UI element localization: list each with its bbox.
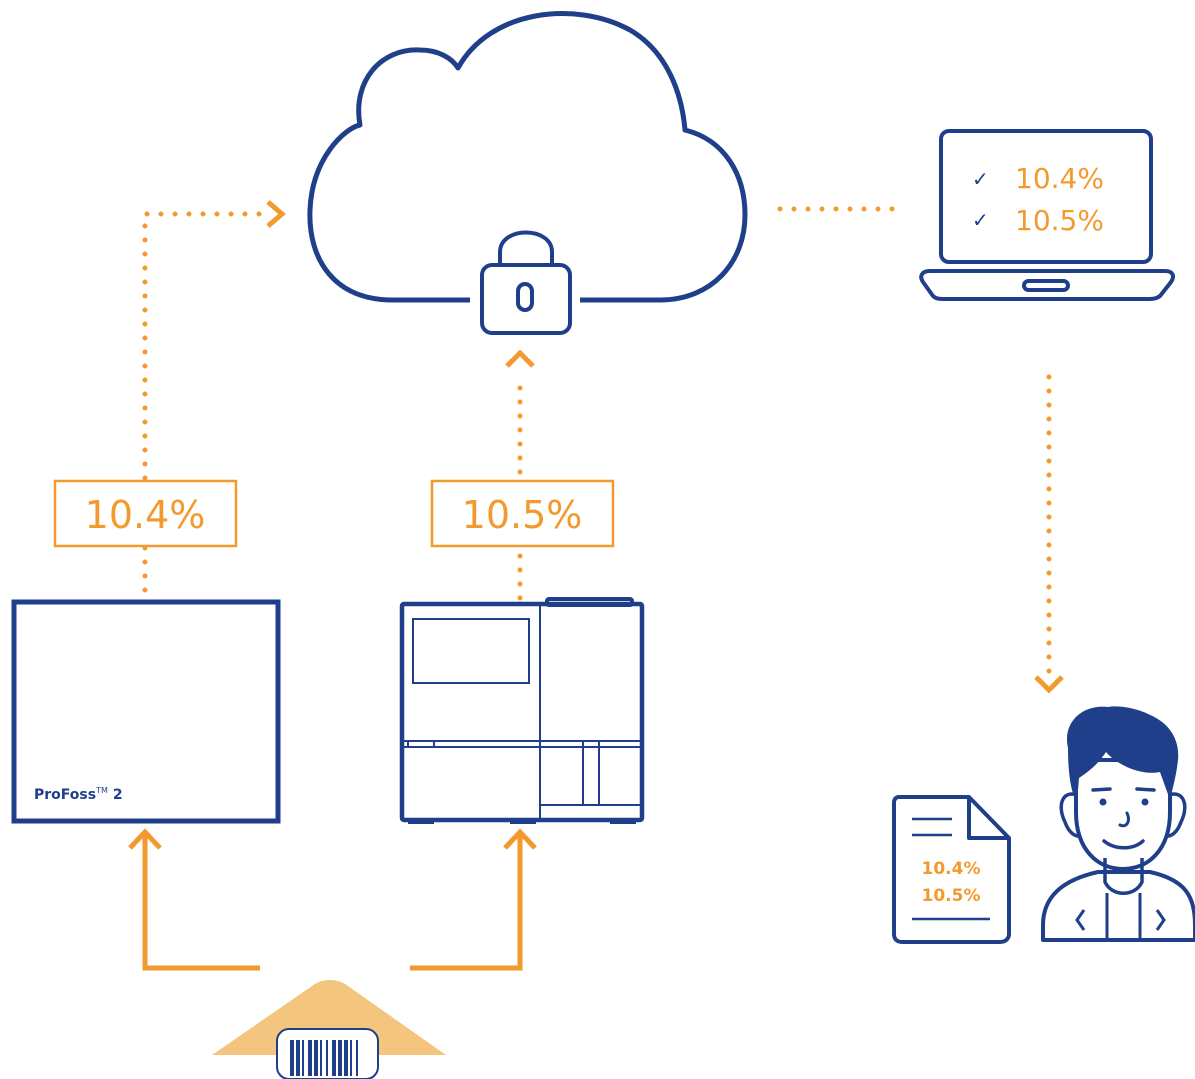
- laptop-icon: [919, 129, 1175, 301]
- reading-box-b: 10.5%: [430, 479, 615, 548]
- document-icon: [892, 795, 1011, 944]
- connector-b-to-cloud: [505, 349, 535, 601]
- connector-laptop-to-user: [1034, 374, 1064, 694]
- brand-model: 2: [113, 787, 123, 803]
- barcode-bar: [326, 1040, 328, 1076]
- barcode-bar: [338, 1040, 342, 1076]
- barcode-icon: [276, 1028, 379, 1079]
- barcode-bar: [314, 1040, 318, 1076]
- reading-box-a: 10.4%: [53, 479, 238, 548]
- report-value-2: 10.5%: [922, 886, 981, 906]
- barcode-bar: [290, 1040, 294, 1076]
- barcode-bar: [296, 1040, 300, 1076]
- person-icon: [1041, 706, 1195, 942]
- barcode-bar: [350, 1040, 352, 1076]
- barcode-bar: [344, 1040, 348, 1076]
- sample-pile: [212, 980, 446, 1055]
- reading-a-value: 10.4%: [85, 493, 206, 537]
- brand-name: ProFoss: [34, 787, 96, 803]
- laptop-value-1: 10.4%: [1015, 162, 1104, 195]
- instrument-a: ProFossTM 2: [11, 599, 281, 824]
- arrow-sample-to-b: [410, 828, 537, 971]
- barcode-bar: [356, 1040, 358, 1076]
- barcode-bar: [320, 1040, 322, 1076]
- laptop-value-2: 10.5%: [1015, 204, 1104, 237]
- padlock-icon: [480, 230, 572, 335]
- report-value-1: 10.4%: [922, 859, 981, 879]
- barcode-bar: [308, 1040, 312, 1076]
- brand-tm: TM: [95, 786, 108, 795]
- reading-b-value: 10.5%: [462, 493, 583, 537]
- barcode-bar: [302, 1040, 304, 1076]
- barcode-bar: [332, 1040, 336, 1076]
- laptop-check-1: ✓: [972, 167, 989, 191]
- cloud-icon: [307, 11, 748, 303]
- arrow-sample-to-a: [128, 828, 260, 971]
- laptop-check-2: ✓: [972, 208, 989, 232]
- connector-a-to-cloud: [142, 200, 286, 593]
- instrument-b: [399, 597, 645, 824]
